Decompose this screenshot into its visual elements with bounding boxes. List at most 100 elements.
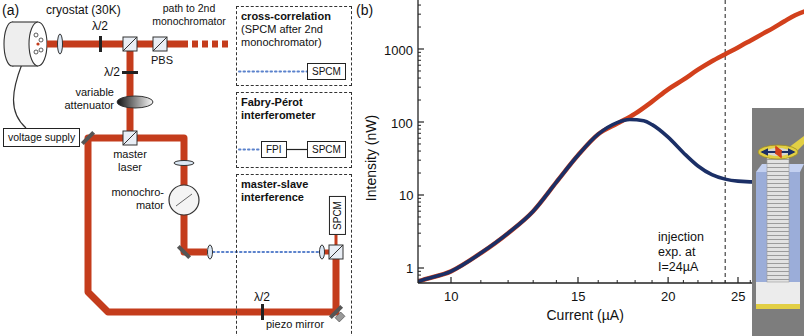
tick-mark (418, 87, 421, 88)
axis-title: Intensity (nW) (363, 115, 379, 201)
monochromator-symbol (169, 185, 199, 215)
lens (174, 161, 194, 166)
inset-background (752, 108, 804, 336)
laser-beam (335, 234, 338, 245)
tick-mark (418, 121, 424, 122)
node-title: master-slave interference (241, 178, 325, 204)
beam-splitter (123, 131, 137, 145)
component-label: master laser (104, 148, 156, 174)
tick-mark (418, 194, 424, 195)
tick-label: 10 (444, 289, 458, 304)
mirror (177, 245, 191, 259)
tick-mark (418, 233, 421, 234)
tick-mark (418, 60, 421, 61)
tick-mark (418, 143, 421, 144)
node-title: cross-correlation (241, 10, 347, 23)
tick-label: 100 (391, 116, 413, 131)
power-supply-box: voltage supply (3, 128, 80, 147)
tick-mark (418, 279, 421, 280)
piezo-actuator (335, 312, 345, 322)
laser-beam (184, 214, 207, 252)
curves (418, 11, 804, 283)
contact-tab (788, 136, 804, 156)
detection-panel: cross-correlation(SPCM after 2nd monochr… (236, 6, 352, 86)
beam-splitter (329, 245, 343, 259)
tick-mark (418, 78, 421, 79)
tick-mark (418, 267, 424, 268)
tick-mark (697, 280, 698, 283)
tick-mark (533, 280, 534, 283)
tick-mark (668, 277, 669, 283)
tick-label: 10 (399, 188, 413, 203)
tick-mark (418, 125, 421, 126)
optical-fiber (213, 251, 319, 253)
tick-mark (418, 129, 421, 130)
waveplate (99, 36, 102, 52)
component-label: monochro- mator (104, 186, 164, 212)
tick-mark (418, 100, 421, 101)
cryostat-body (12, 22, 38, 66)
component-label: cryostat (30K) (46, 3, 121, 17)
component-label: variable attenuator (52, 86, 114, 112)
tick-mark (450, 277, 451, 283)
node-title: SPCM (312, 65, 341, 78)
beam-splitter (123, 37, 137, 51)
tick-label: 15 (571, 289, 585, 304)
cryostat-edge (12, 21, 38, 22)
optical-fiber (239, 71, 307, 73)
laser-beam (88, 138, 336, 312)
tick-mark (418, 173, 421, 174)
component-label: λ/2 (92, 19, 108, 33)
tick-mark (711, 280, 712, 283)
tick-label: 1 (406, 261, 413, 276)
panel-label: (b) (356, 2, 373, 18)
beam-splitter (123, 37, 137, 51)
tick-mark (737, 277, 738, 283)
cryostat-back (4, 22, 20, 66)
tick-mark (480, 280, 481, 283)
piezo-mirror (329, 305, 343, 319)
tick-mark (418, 56, 421, 57)
tick-mark (617, 280, 618, 283)
planarization-block (756, 172, 800, 282)
laser-beam (127, 44, 134, 138)
component-label: λ/2 (104, 65, 120, 79)
tick-mark (773, 280, 774, 283)
substrate (756, 282, 800, 304)
tick-mark (635, 280, 636, 283)
node-title: voltage supply (8, 131, 75, 144)
tick-mark (725, 280, 726, 283)
micropillar (767, 152, 789, 282)
tick-mark (784, 280, 785, 283)
grating (176, 194, 192, 206)
sample (39, 48, 43, 52)
tick-mark (418, 52, 421, 53)
data-curve (418, 120, 804, 283)
tick-mark (418, 160, 421, 161)
data-curve (418, 11, 804, 283)
annotation: injection exp. at I=24µA (658, 230, 720, 275)
sample (36, 42, 39, 45)
mirror (81, 131, 95, 145)
tick-mark (418, 138, 421, 139)
detection-panel: master-slave interferenceSPCM (236, 174, 352, 336)
beam-splitter (153, 37, 167, 51)
detector-box: SPCM (307, 63, 346, 80)
sample (39, 38, 43, 42)
component-label: λ/2 (254, 290, 270, 304)
cable (14, 64, 27, 128)
polarization-arrow (776, 147, 781, 157)
laser-beam (47, 41, 182, 48)
connector-line (287, 149, 307, 150)
node-title: FPI (266, 143, 282, 156)
tick-mark (418, 216, 421, 217)
cryostat-window (29, 22, 47, 66)
axis-line (417, 0, 418, 283)
node-title: SPCM (330, 201, 343, 230)
path-label: path to 2nd monochromator (146, 2, 232, 27)
waveplate (122, 71, 138, 74)
tick-mark (418, 14, 421, 15)
tick-mark (418, 5, 421, 6)
laser-beams (47, 44, 336, 312)
